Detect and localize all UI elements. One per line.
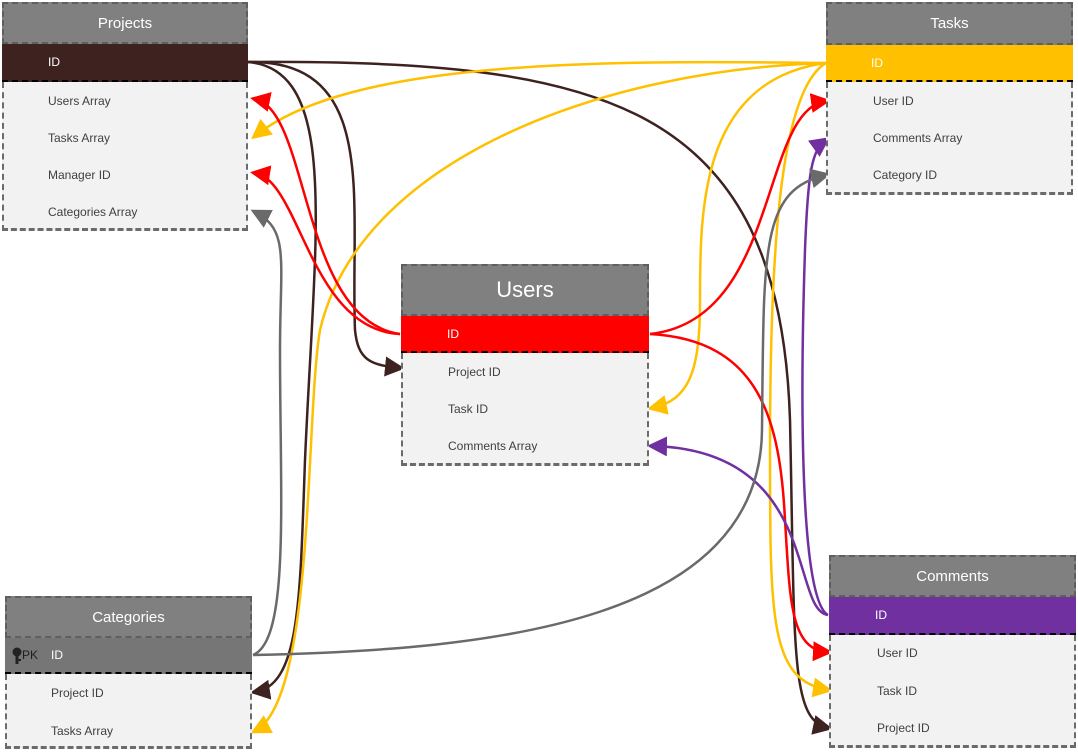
users-field[interactable]: Comments Array [448,439,538,453]
categories-field[interactable]: Project ID [51,686,104,700]
tasks-entity[interactable]: Tasks ID User ID Comments Array Category… [826,2,1073,195]
tasks-field[interactable]: Category ID [873,168,938,182]
link-user-to-comment [649,332,833,662]
link-project-to-user [247,60,405,377]
categories-fields: Project ID Tasks Array [5,674,252,749]
tasks-field[interactable]: Comments Array [873,131,963,145]
link-comment-to-user [647,436,829,617]
projects-pk-label: ID [48,55,60,69]
link-task-to-user [647,61,827,415]
categories-pk-badge: PK [22,648,39,662]
link-comment-to-task [801,137,831,617]
tasks-fields: User ID Comments Array Category ID [826,82,1073,195]
link-task-to-comment [768,61,833,698]
link-user-to-project-manager [250,165,401,336]
tasks-field[interactable]: User ID [873,94,914,108]
projects-field[interactable]: Manager ID [48,168,111,182]
users-field[interactable]: Project ID [448,365,501,379]
users-entity[interactable]: Users ID Project ID Task ID Comments Arr… [401,264,649,466]
categories-header: Categories [5,596,252,638]
users-pk-label: ID [447,326,459,341]
categories-field[interactable]: Tasks Array [51,724,114,738]
projects-field[interactable]: Categories Array [48,205,138,219]
users-fields: Project ID Task ID Comments Array [401,353,649,466]
categories-entity[interactable]: Categories PK ID Project ID Tasks Array [5,596,252,749]
categories-pk-label: ID [51,648,63,662]
comments-field[interactable]: User ID [877,646,918,660]
link-task-to-project [251,60,827,140]
users-field[interactable]: Task ID [448,402,489,416]
categories-pk-row[interactable]: PK ID [5,638,252,674]
projects-fields: Users Array Tasks Array Manager ID Categ… [2,82,248,231]
users-pk-row[interactable]: ID [401,316,649,353]
link-user-to-task [649,93,831,336]
key-icon [11,647,23,668]
link-project-to-category [247,60,317,700]
tasks-header: Tasks [826,2,1073,45]
comments-pk-row[interactable]: ID [829,597,1076,635]
projects-pk-row[interactable]: ID [2,44,248,82]
link-user-to-project-users [250,92,401,336]
projects-field[interactable]: Tasks Array [48,131,111,145]
comments-entity[interactable]: Comments ID User ID Task ID Project ID [829,555,1076,748]
comments-field[interactable]: Task ID [877,684,918,698]
projects-entity[interactable]: Projects ID Users Array Tasks Array Mana… [2,2,248,231]
comments-fields: User ID Task ID Project ID [829,635,1076,748]
comments-header: Comments [829,555,1076,597]
comments-pk-label: ID [875,608,887,622]
projects-header: Projects [2,2,248,44]
projects-field[interactable]: Users Array [48,94,111,108]
comments-field[interactable]: Project ID [877,721,930,735]
users-header: Users [401,264,649,316]
tasks-pk-label: ID [871,55,883,70]
tasks-pk-row[interactable]: ID [826,45,1073,82]
link-category-to-project [250,209,283,657]
